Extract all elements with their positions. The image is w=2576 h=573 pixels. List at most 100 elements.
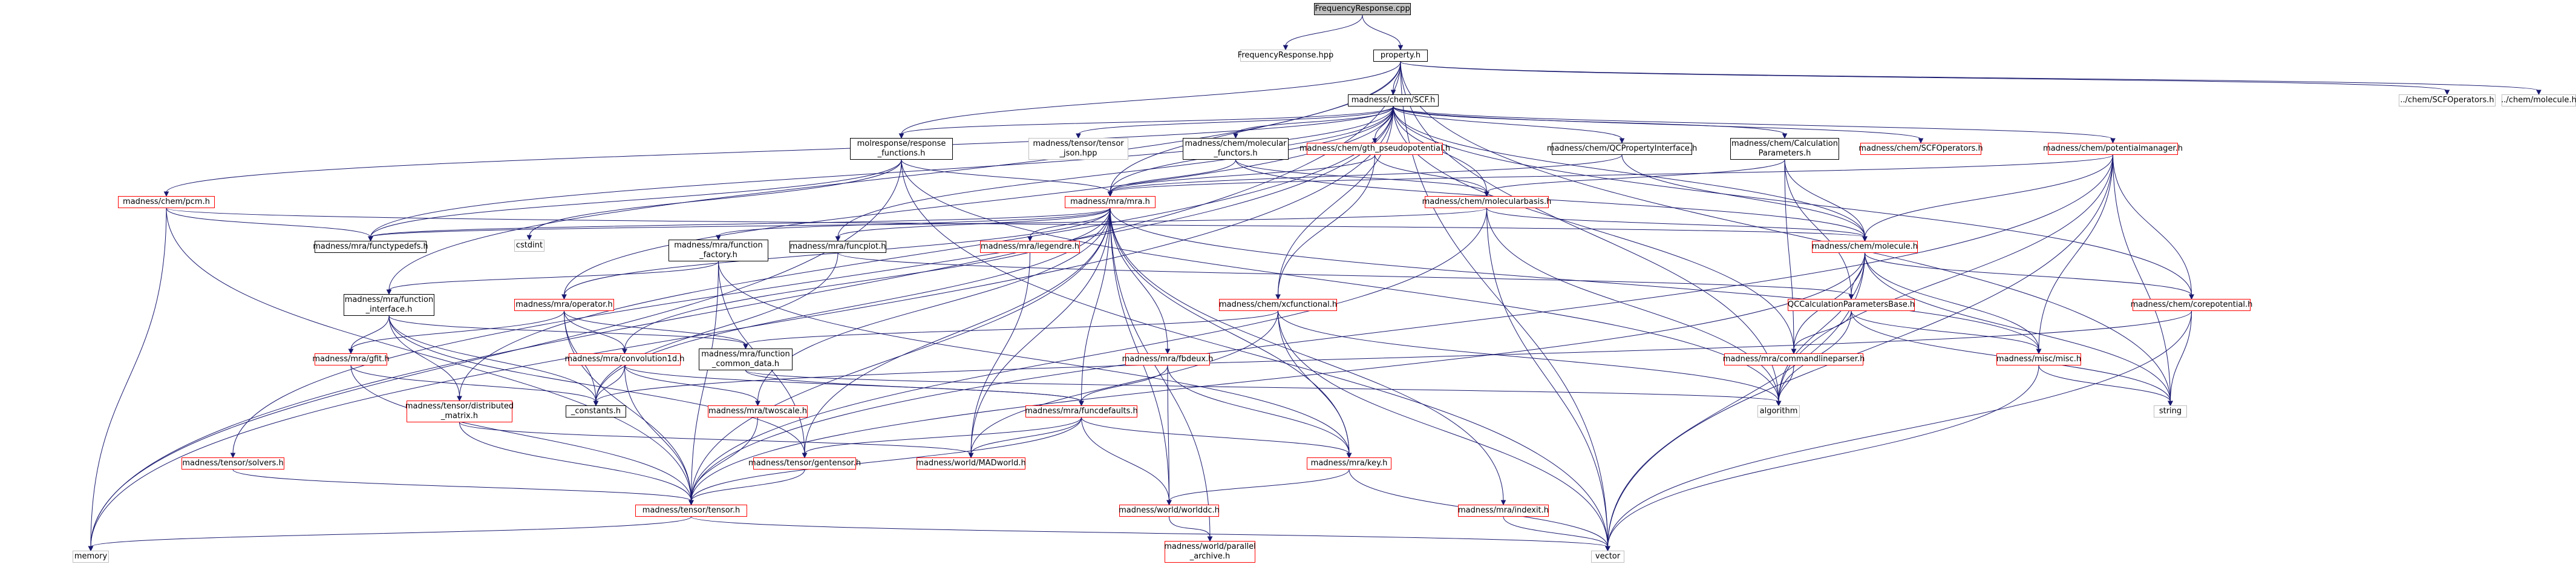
node-key-h[interactable]: madness/mra/key.h: [1307, 457, 1391, 470]
node-calcparams[interactable]: madness/chem/Calculation Parameters.h: [1730, 138, 1839, 160]
edge-SCF_h-to-funcplot: [837, 106, 1394, 238]
node-gfit[interactable]: madness/mra/gfit.h: [312, 353, 390, 365]
node-frequencyresponse-cpp[interactable]: FrequencyResponse.cpp: [1314, 3, 1411, 15]
edge-function_interface-to-dist_matrix: [388, 315, 460, 398]
node-funcdefaults[interactable]: madness/mra/funcdefaults.h: [1025, 405, 1138, 417]
node-solvers[interactable]: madness/tensor/solvers.h: [181, 457, 284, 470]
edge-property_h-to-algorithm: [1400, 61, 1779, 402]
edge-mra_h-to-twoscale: [757, 208, 1111, 402]
node-scfoperators[interactable]: madness/chem/SCFOperators.h: [1858, 143, 1983, 155]
node-molecularbasis[interactable]: madness/chem/molecularbasis.h: [1422, 196, 1551, 208]
arrowhead-SCF_h-to-SCFOperators: [1918, 138, 1924, 144]
edge-operator_h-to-gfit: [350, 310, 564, 350]
node-misc-h[interactable]: madness/misc/misc.h: [1996, 353, 2081, 365]
node-legendre[interactable]: madness/mra/legendre.h: [980, 241, 1080, 253]
node-functypedefs[interactable]: madness/mra/functypedefs.h: [313, 241, 428, 253]
arrowhead-QCCalcParamsBase-to-misc_h: [2036, 349, 2042, 355]
edge-operator_h-to-convolution1d: [564, 310, 625, 350]
edge-molecular_functors-to-mra_h: [1110, 159, 1236, 193]
node-potentialmanager[interactable]: madness/chem/potentialmanager.h: [2043, 143, 2183, 155]
edge-fbdeux-to-key_h: [1167, 365, 1350, 454]
arrowhead-potentialmanager-to-mra_h: [1107, 191, 1113, 197]
arrowhead-indexit-to-vector: [1605, 546, 1610, 552]
node-operator-h[interactable]: madness/mra/operator.h: [514, 299, 614, 311]
edge-convolution1d-to-constants: [595, 365, 625, 402]
node-commandlineparser[interactable]: madness/mra/commandlineparser.h: [1723, 353, 1865, 365]
node-dist-matrix[interactable]: madness/tensor/distributed _matrix.h: [405, 401, 514, 422]
arrowhead-commandlineparser-to-algorithm: [1776, 401, 1782, 407]
arrowhead-convolution1d-to-twoscale: [755, 401, 760, 407]
node-molresponse-functions[interactable]: molresponse/response _functions.h: [850, 138, 953, 160]
node-property-h[interactable]: property.h: [1373, 50, 1428, 62]
node-madworld[interactable]: madness/world/MADworld.h: [916, 457, 1026, 470]
node-scf-h[interactable]: madness/chem/SCF.h: [1348, 94, 1439, 106]
node-gentensor[interactable]: madness/tensor/gentensor.h: [748, 457, 861, 470]
edge-SCF_h-to-QCProperty: [1393, 106, 1623, 140]
node-xcfunctional[interactable]: madness/chem/xcfunctional.h: [1219, 299, 1337, 311]
edge-operator_h-to-tensor_h: [564, 310, 691, 502]
node-mra-h[interactable]: madness/mra/mra.h: [1065, 196, 1156, 208]
arrowhead-funcdefaults-to-key_h: [1346, 453, 1352, 459]
edge-molecule_h-to-misc_h: [1865, 252, 2039, 350]
node-molecular-functors[interactable]: madness/chem/molecular _functors.h: [1183, 138, 1289, 160]
arrowhead-key_h-to-worlddc: [1166, 500, 1172, 506]
arrowhead-gth_pseudo-to-xcfunctional: [1275, 294, 1281, 300]
edge-FrequencyResponse_cpp-to-FrequencyResponse_hpp: [1285, 15, 1363, 47]
arrowhead-SCF_h-to-molecular_functors: [1233, 133, 1238, 139]
edge-SCF_h-to-CalcParams: [1393, 106, 1785, 135]
edge-solvers-to-tensor_h: [232, 469, 691, 502]
edge-molecule_h-to-string: [1865, 252, 2171, 402]
node-corepotential[interactable]: madness/chem/corepotential.h: [2131, 299, 2252, 311]
edge-corepotential-to-vector: [1607, 310, 2192, 548]
edge-funcplot-to-constants: [595, 252, 839, 402]
arrowhead-xcfunctional-to-function_common_data: [743, 344, 748, 350]
node-frequencyresponse-hpp: FrequencyResponse.hpp: [1238, 50, 1333, 62]
edge-pcm-to-molecule_h: [166, 208, 1865, 238]
node-tensor-h[interactable]: madness/tensor/tensor.h: [635, 505, 747, 517]
arrowhead-molecularbasis-to-molecule_h: [1862, 236, 1868, 242]
arrowhead-operator_h-to-convolution1d: [622, 349, 627, 355]
edge-mra_h-to-funcdefaults: [1081, 208, 1111, 402]
node-worlddc[interactable]: madness/world/worlddc.h: [1119, 505, 1220, 517]
arrowhead-mra_h-to-operator_h: [561, 294, 567, 300]
node-function-factory[interactable]: madness/mra/function _factory.h: [669, 240, 768, 261]
edge-funcplot-to-QCCalcParamsBase: [837, 252, 1852, 296]
node-parallel-archive[interactable]: madness/world/parallel _archive.h: [1164, 541, 1256, 563]
edge-molresponse_functions-to-vector: [901, 159, 1608, 548]
edge-molresponse_functions-to-mra_h: [901, 159, 1111, 193]
arrowhead-misc_h-to-string: [2168, 401, 2173, 407]
node-pcm[interactable]: madness/chem/pcm.h: [118, 196, 215, 208]
node-constants[interactable]: _constants.h: [566, 405, 626, 417]
node-molecule-h[interactable]: madness/chem/molecule.h: [1812, 241, 1918, 253]
arrowhead-fbdeux-to-funcdefaults: [1079, 401, 1084, 407]
edge-legendre-to-MADworld: [970, 252, 1030, 454]
edge-property_h-to-memory: [90, 61, 1401, 548]
arrowhead-convolution1d-to-constants: [593, 401, 599, 407]
edge-molecularbasis-to-molecule_h: [1486, 208, 1865, 238]
edge-potentialmanager-to-vector: [1607, 154, 2113, 548]
node-indexit[interactable]: madness/mra/indexit.h: [1458, 505, 1549, 517]
arrowhead-mra_h-to-function_factory: [716, 235, 721, 241]
node-qcproperty[interactable]: madness/chem/QCPropertyInterface.h: [1547, 143, 1697, 155]
node-qccalcparamsbase[interactable]: QCCalculationParametersBase.h: [1788, 299, 1915, 311]
edge-SCF_h-to-solvers: [232, 106, 1394, 454]
node-funcplot[interactable]: madness/mra/funcplot.h: [789, 241, 886, 253]
node-twoscale[interactable]: madness/mra/twoscale.h: [708, 405, 808, 417]
edge-CalcParams-to-molecularbasis: [1486, 159, 1785, 193]
edge-xcfunctional-to-MADworld: [970, 310, 1278, 454]
edge-property_h-to-molresponse_functions: [901, 61, 1401, 135]
node-function-common-data[interactable]: madness/mra/function _common_data.h: [699, 349, 793, 370]
edge-pcm-to-memory: [90, 208, 167, 548]
edge-function_interface-to-gentensor: [388, 315, 805, 454]
node-gth-pseudo[interactable]: madness/chem/gth_pseudopotential.h: [1299, 143, 1450, 155]
edge-property_h-to-chem_molecule_h_rel: [1400, 61, 2539, 91]
edge-mra_h-to-misc_h: [1110, 208, 2039, 350]
edge-QCProperty-to-mra_h: [1110, 154, 1623, 193]
node-function-interface[interactable]: madness/mra/function _interface.h: [344, 294, 434, 316]
edge-property_h-to-function_interface: [388, 61, 1401, 291]
node-convolution1d[interactable]: madness/mra/convolution1d.h: [564, 353, 685, 365]
edge-mra_h-to-fbdeux: [1110, 208, 1168, 350]
arrowhead-SCF_h-to-potentialmanager: [2110, 138, 2116, 144]
edge-corepotential-to-string: [2170, 310, 2192, 402]
node-fbdeux[interactable]: madness/mra/fbdeux.h: [1122, 353, 1213, 365]
